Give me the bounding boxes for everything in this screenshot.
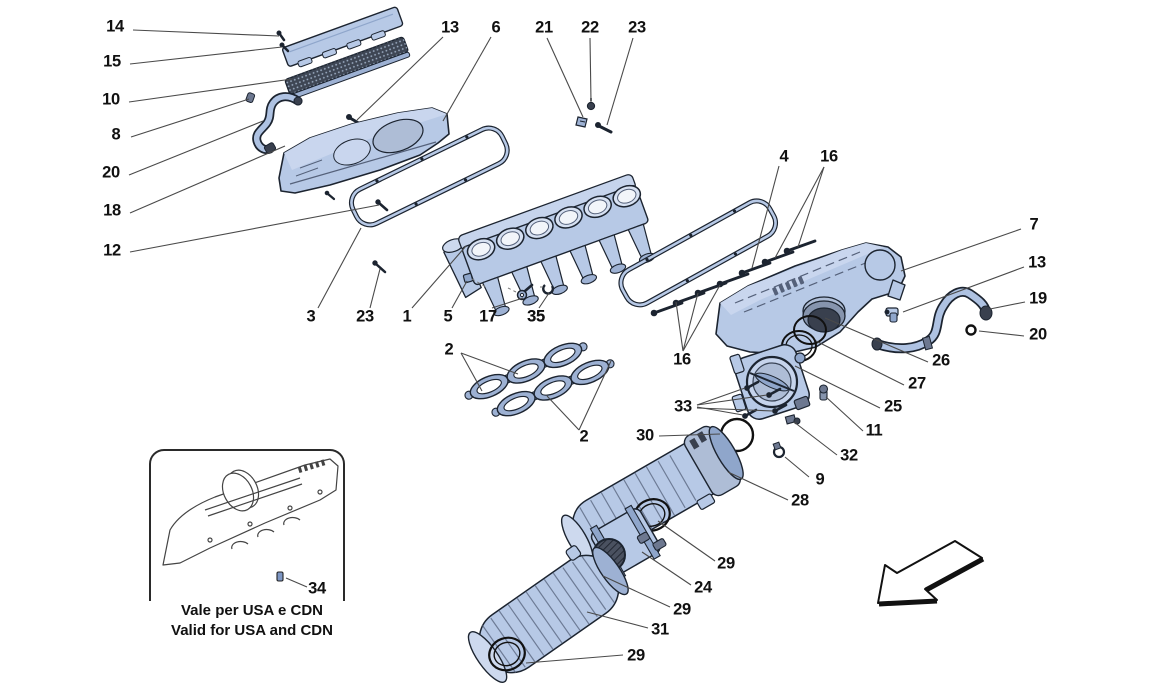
plug-34 — [276, 571, 284, 582]
intake-plenum-cover — [715, 242, 906, 355]
breather-hose — [252, 92, 303, 155]
plug-11 — [818, 384, 829, 401]
plenum-gasket-4 — [618, 198, 779, 308]
ring-20-right — [965, 324, 977, 336]
intake-manifold-lower — [442, 174, 656, 317]
inset-box — [149, 449, 345, 618]
clip-21 — [575, 116, 588, 128]
intake-gasket-2a — [464, 342, 588, 400]
clamp-13-right — [884, 307, 899, 323]
sensor-32 — [784, 414, 801, 425]
direction-arrow-icon — [877, 540, 985, 607]
usa-cdn-note-line1: Vale per USA e CDN — [181, 602, 323, 619]
screw-23-top — [595, 122, 613, 134]
o-ring-26 — [793, 315, 827, 345]
clamp-9 — [772, 441, 786, 459]
plenum-gasket-3 — [348, 125, 510, 228]
bolts-33 — [742, 380, 788, 419]
usa-cdn-note-line2: Valid for USA and CDN — [171, 622, 333, 639]
clamp-ring-29c — [488, 636, 526, 672]
bolts-16 — [650, 239, 817, 317]
screw-12 — [324, 190, 389, 212]
intake-plenum-upper — [278, 107, 450, 194]
usa-cdn-note: Vale per USA e CDN Valid for USA and CDN — [146, 601, 358, 641]
throttle-body — [729, 344, 811, 420]
grille-strip — [284, 36, 411, 100]
leader-lines — [128, 29, 1026, 664]
hose-clip-8 — [245, 92, 256, 104]
manifold-fasteners — [372, 260, 555, 301]
cover-plate — [282, 6, 404, 68]
intake-gasket-2b — [491, 359, 615, 417]
